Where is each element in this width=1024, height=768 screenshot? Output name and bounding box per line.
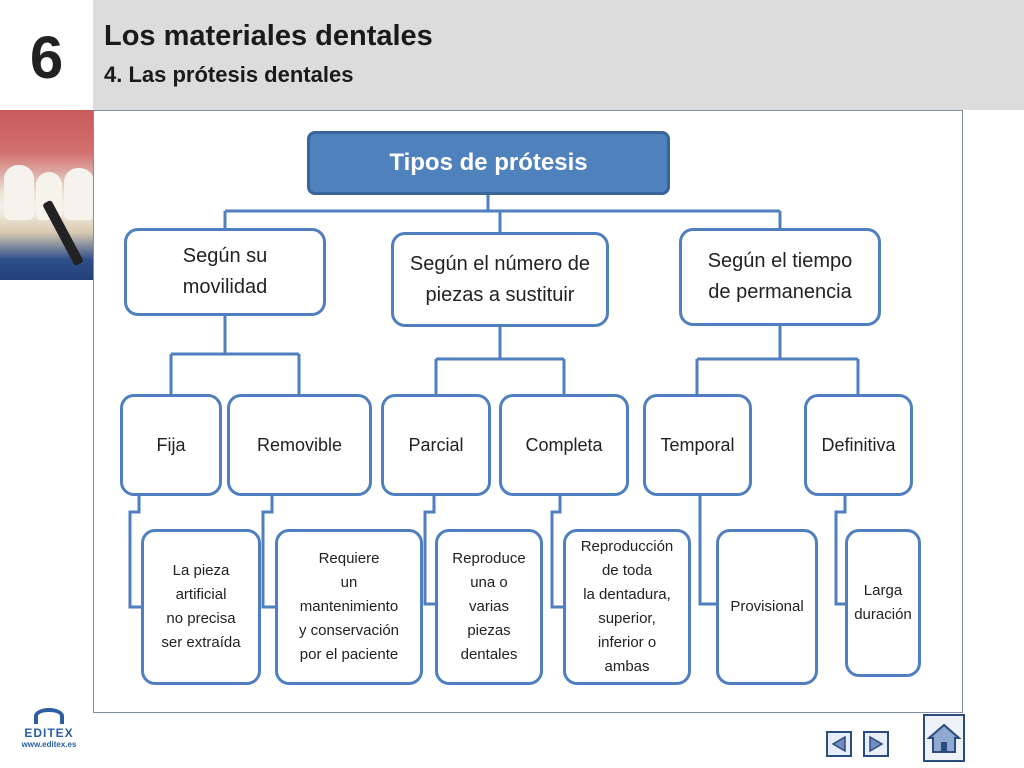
desc-parcial: Reproduce una o varias piezas dentales — [435, 529, 543, 685]
category-tiempo-permanencia: Según el tiempo de permanencia — [679, 228, 881, 326]
desc-fija: La pieza artificial no precisa ser extra… — [141, 529, 261, 685]
editex-logo: EDITEX www.editex.es — [14, 708, 84, 764]
category-numero-piezas: Según el número de piezas a sustituir — [391, 232, 609, 327]
chapter-number: 6 — [29, 24, 64, 91]
desc-removible: Requiere un mantenimiento y conservación… — [275, 529, 423, 685]
triangle-right-icon — [869, 735, 884, 753]
type-fija: Fija — [120, 394, 222, 496]
editex-logo-mark — [34, 708, 64, 724]
desc-temporal: Provisional — [716, 529, 818, 685]
home-button[interactable] — [923, 714, 965, 762]
desc-completa: Reproducción de toda la dentadura, super… — [563, 529, 691, 685]
logo-url: www.editex.es — [21, 740, 77, 749]
header-band — [93, 0, 1024, 110]
logo-text: EDITEX — [24, 726, 74, 740]
type-removible: Removible — [227, 394, 372, 496]
type-definitiva: Definitiva — [804, 394, 913, 496]
desc-definitiva: Larga duración — [845, 529, 921, 677]
type-completa: Completa — [499, 394, 629, 496]
page-subtitle: 4. Las prótesis dentales — [104, 62, 354, 87]
root-node-tipos-protesis: Tipos de prótesis — [307, 131, 670, 195]
type-temporal: Temporal — [643, 394, 752, 496]
prev-slide-button[interactable] — [826, 731, 852, 757]
type-parcial: Parcial — [381, 394, 491, 496]
next-slide-button[interactable] — [863, 731, 889, 757]
house-icon — [927, 723, 961, 753]
page-title: Los materiales dentales — [104, 20, 433, 52]
dental-photo — [0, 110, 96, 280]
category-movilidad: Según su movilidad — [124, 228, 326, 316]
triangle-left-icon — [831, 735, 846, 753]
